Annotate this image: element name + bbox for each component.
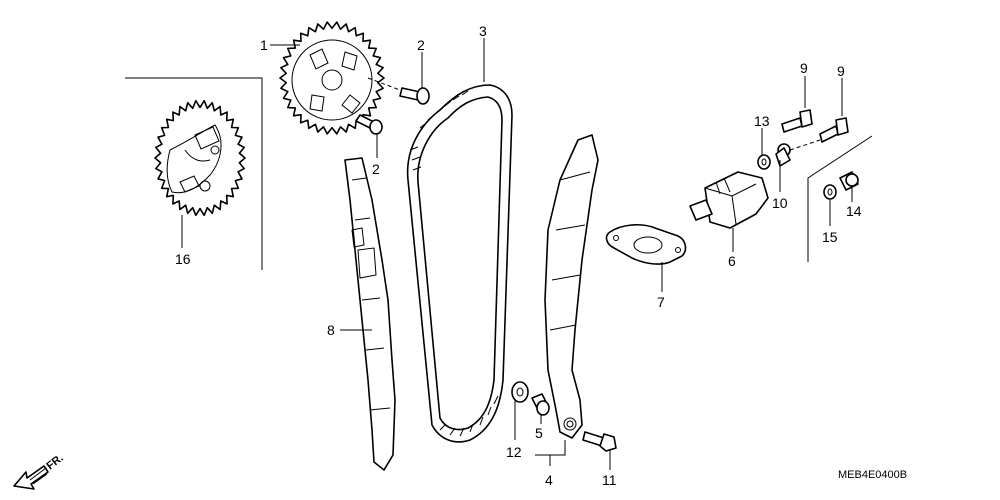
sprocket-bolt-2b	[355, 114, 383, 135]
front-direction-arrow-icon	[13, 465, 49, 490]
callout-9b: 9	[837, 63, 845, 79]
diagram-code: MEB4E0400B	[838, 469, 907, 481]
bolt-9b-dash	[789, 139, 821, 151]
leader-4	[535, 440, 566, 466]
callout-8: 8	[327, 322, 335, 338]
callout-15: 15	[822, 229, 838, 245]
callout-14: 14	[846, 203, 862, 219]
cam-chain-3	[406, 84, 513, 443]
callout-2a: 2	[417, 37, 425, 53]
bolt-2a-dash	[367, 77, 401, 91]
tensioner-arm-8	[344, 157, 396, 471]
pivot-bolt-11	[582, 431, 617, 452]
callout-13: 13	[754, 113, 770, 129]
callout-5: 5	[535, 425, 543, 441]
section-divider-left	[125, 77, 263, 270]
section-divider-right	[807, 135, 873, 262]
callout-9a: 9	[800, 60, 808, 76]
flange-bolt-9a	[781, 109, 813, 133]
sealing-washer-15	[823, 184, 837, 200]
cam-sprocket-16	[154, 99, 246, 217]
chain-guide-4	[544, 134, 599, 439]
tensioner-lifter-6	[689, 171, 769, 229]
sealing-bolt-14	[839, 171, 859, 191]
callout-11: 11	[602, 472, 617, 488]
cam-sprocket-1	[279, 21, 385, 135]
callout-7: 7	[657, 294, 665, 310]
callout-1: 1	[260, 37, 268, 53]
tensioner-gasket-7	[605, 223, 687, 265]
tensioner-bolt-10	[775, 143, 791, 167]
sprocket-bolt-2a	[399, 87, 430, 105]
callout-16: 16	[175, 251, 191, 267]
callout-6: 6	[728, 253, 736, 269]
flange-bolt-9b	[819, 117, 849, 143]
callout-3: 3	[479, 23, 487, 39]
front-direction-label: FR.	[44, 452, 65, 472]
sealing-washer-13	[757, 154, 771, 170]
collar-5	[531, 393, 550, 416]
callout-4: 4	[545, 472, 553, 488]
callout-2b: 2	[372, 161, 380, 177]
callout-12: 12	[506, 444, 522, 460]
callout-10: 10	[772, 195, 788, 211]
washer-12	[511, 381, 529, 403]
